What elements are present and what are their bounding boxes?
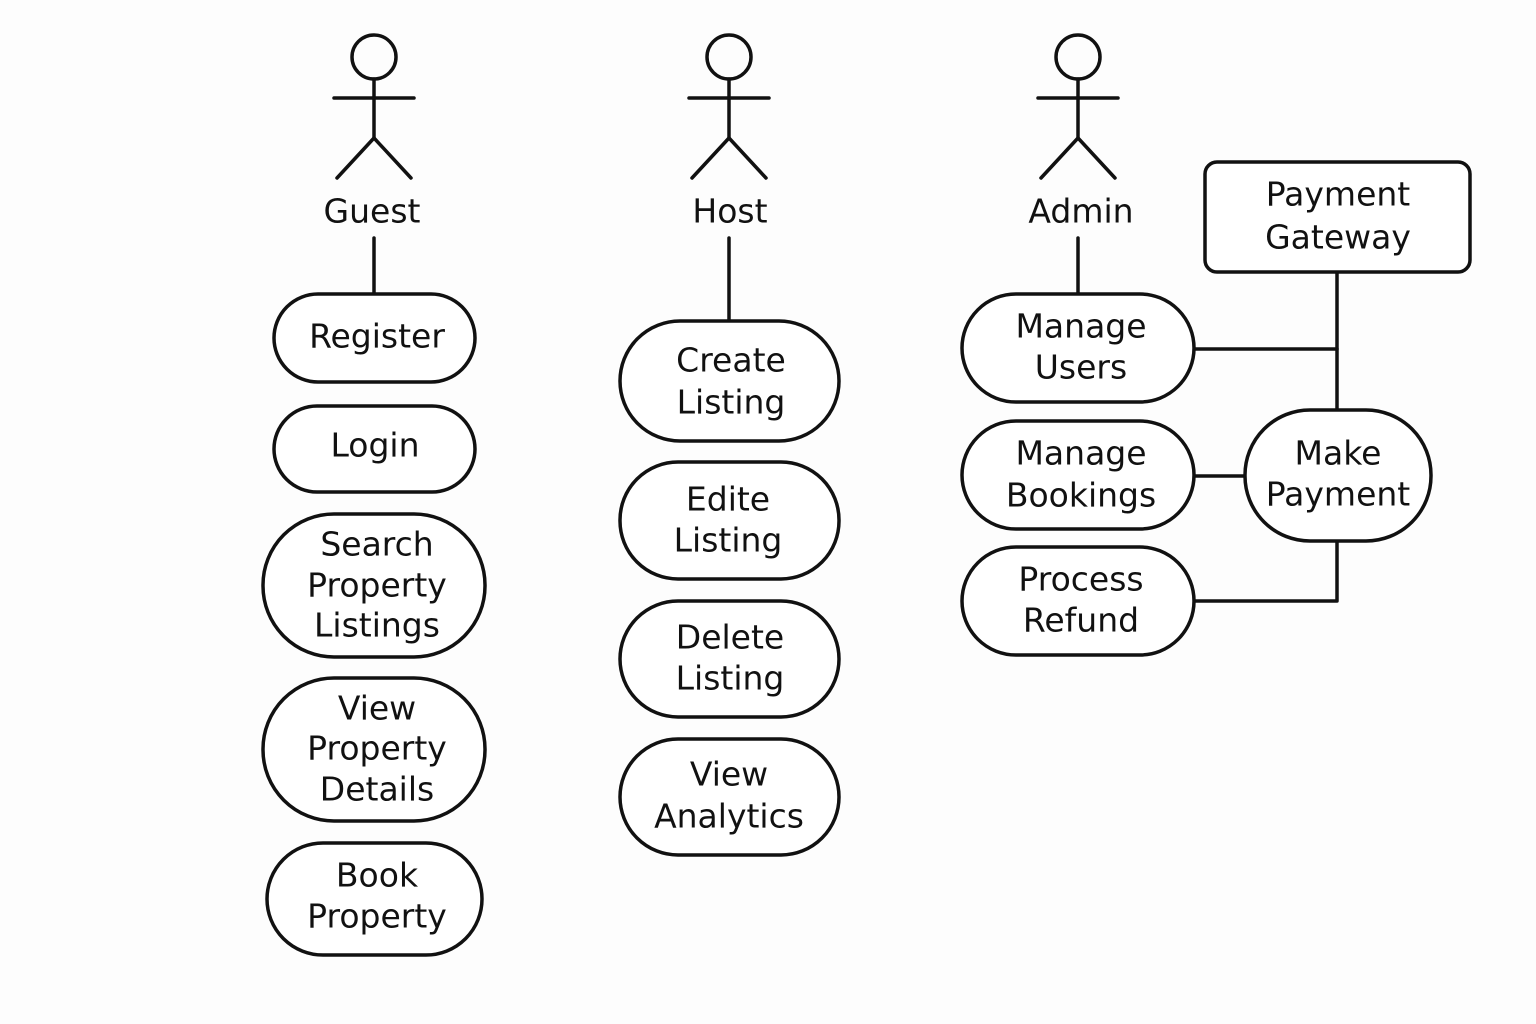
view-analytics-label-line-1: View	[690, 755, 768, 794]
use-case-manage-users: Manage Users	[960, 292, 1196, 404]
use-case-register: Register	[272, 292, 477, 384]
use-case-view-property-details: View Property Details	[261, 676, 487, 823]
use-case-create-listing: Create Listing	[618, 319, 841, 443]
stick-figure-icon	[332, 33, 416, 180]
manage-bookings-label-line-2: Bookings	[1006, 476, 1156, 515]
search-property-listings-label-line-2: Property	[307, 566, 447, 605]
connectors	[372, 236, 1339, 603]
view-property-details-label-line-2: Property	[307, 729, 447, 768]
use-case-book-property: Book Property	[265, 841, 484, 957]
manage-bookings-label-line-1: Manage	[1015, 434, 1146, 473]
use-case-make-payment: Make Payment	[1243, 408, 1433, 543]
edite-listing-label-line-1: Edite	[686, 480, 770, 519]
edite-listing-label-line-2: Listing	[674, 521, 783, 560]
process-refund-label-line-1: Process	[1018, 560, 1143, 599]
actor-host-label: Host	[692, 192, 767, 231]
actor-admin-label: Admin	[1028, 192, 1133, 231]
manage-users-label-line-1: Manage	[1015, 307, 1146, 346]
view-property-details-label-line-1: View	[338, 689, 416, 728]
view-property-details-label-line-3: Details	[320, 770, 434, 809]
stick-figure-icon	[687, 33, 771, 180]
system-payment-gateway: Payment Gateway	[1203, 160, 1472, 274]
view-analytics-label-line-2: Analytics	[654, 797, 804, 836]
connector-process-refund-make-payment	[1192, 539, 1339, 603]
use-case-edite-listing: Edite Listing	[618, 460, 841, 581]
actor-guest-label: Guest	[324, 192, 421, 231]
payment-gateway-label-line-2: Gateway	[1265, 218, 1411, 257]
use-case-search-property-listings: Search Property Listings	[261, 512, 487, 659]
use-case-login: Login	[272, 404, 477, 494]
search-property-listings-label-line-3: Listings	[314, 606, 440, 645]
make-payment-label-line-2: Payment	[1266, 475, 1411, 514]
actor-guest: Guest	[324, 33, 421, 231]
use-case-manage-bookings: Manage Bookings	[960, 419, 1196, 531]
use-case-process-refund: Process Refund	[960, 545, 1196, 657]
delete-listing-label-line-1: Delete	[676, 618, 784, 657]
register-label: Register	[309, 317, 445, 356]
search-property-listings-label-line-1: Search	[320, 525, 433, 564]
create-listing-label-line-2: Listing	[677, 383, 786, 422]
process-refund-label-line-2: Refund	[1023, 601, 1139, 640]
book-property-label-line-1: Book	[336, 856, 419, 895]
actor-host: Host	[687, 33, 771, 231]
manage-users-label-line-2: Users	[1035, 348, 1127, 387]
payment-gateway-label-line-1: Payment	[1266, 175, 1411, 214]
delete-listing-label-line-2: Listing	[676, 659, 785, 698]
actor-admin: Admin	[1028, 33, 1134, 231]
make-payment-label-line-1: Make	[1295, 434, 1382, 473]
stick-figure-icon	[1036, 33, 1120, 180]
book-property-label-line-2: Property	[307, 897, 447, 936]
create-listing-label-line-1: Create	[676, 341, 786, 380]
login-label: Login	[330, 426, 419, 465]
use-case-delete-listing: Delete Listing	[618, 599, 841, 719]
use-case-view-analytics: View Analytics	[618, 737, 841, 857]
